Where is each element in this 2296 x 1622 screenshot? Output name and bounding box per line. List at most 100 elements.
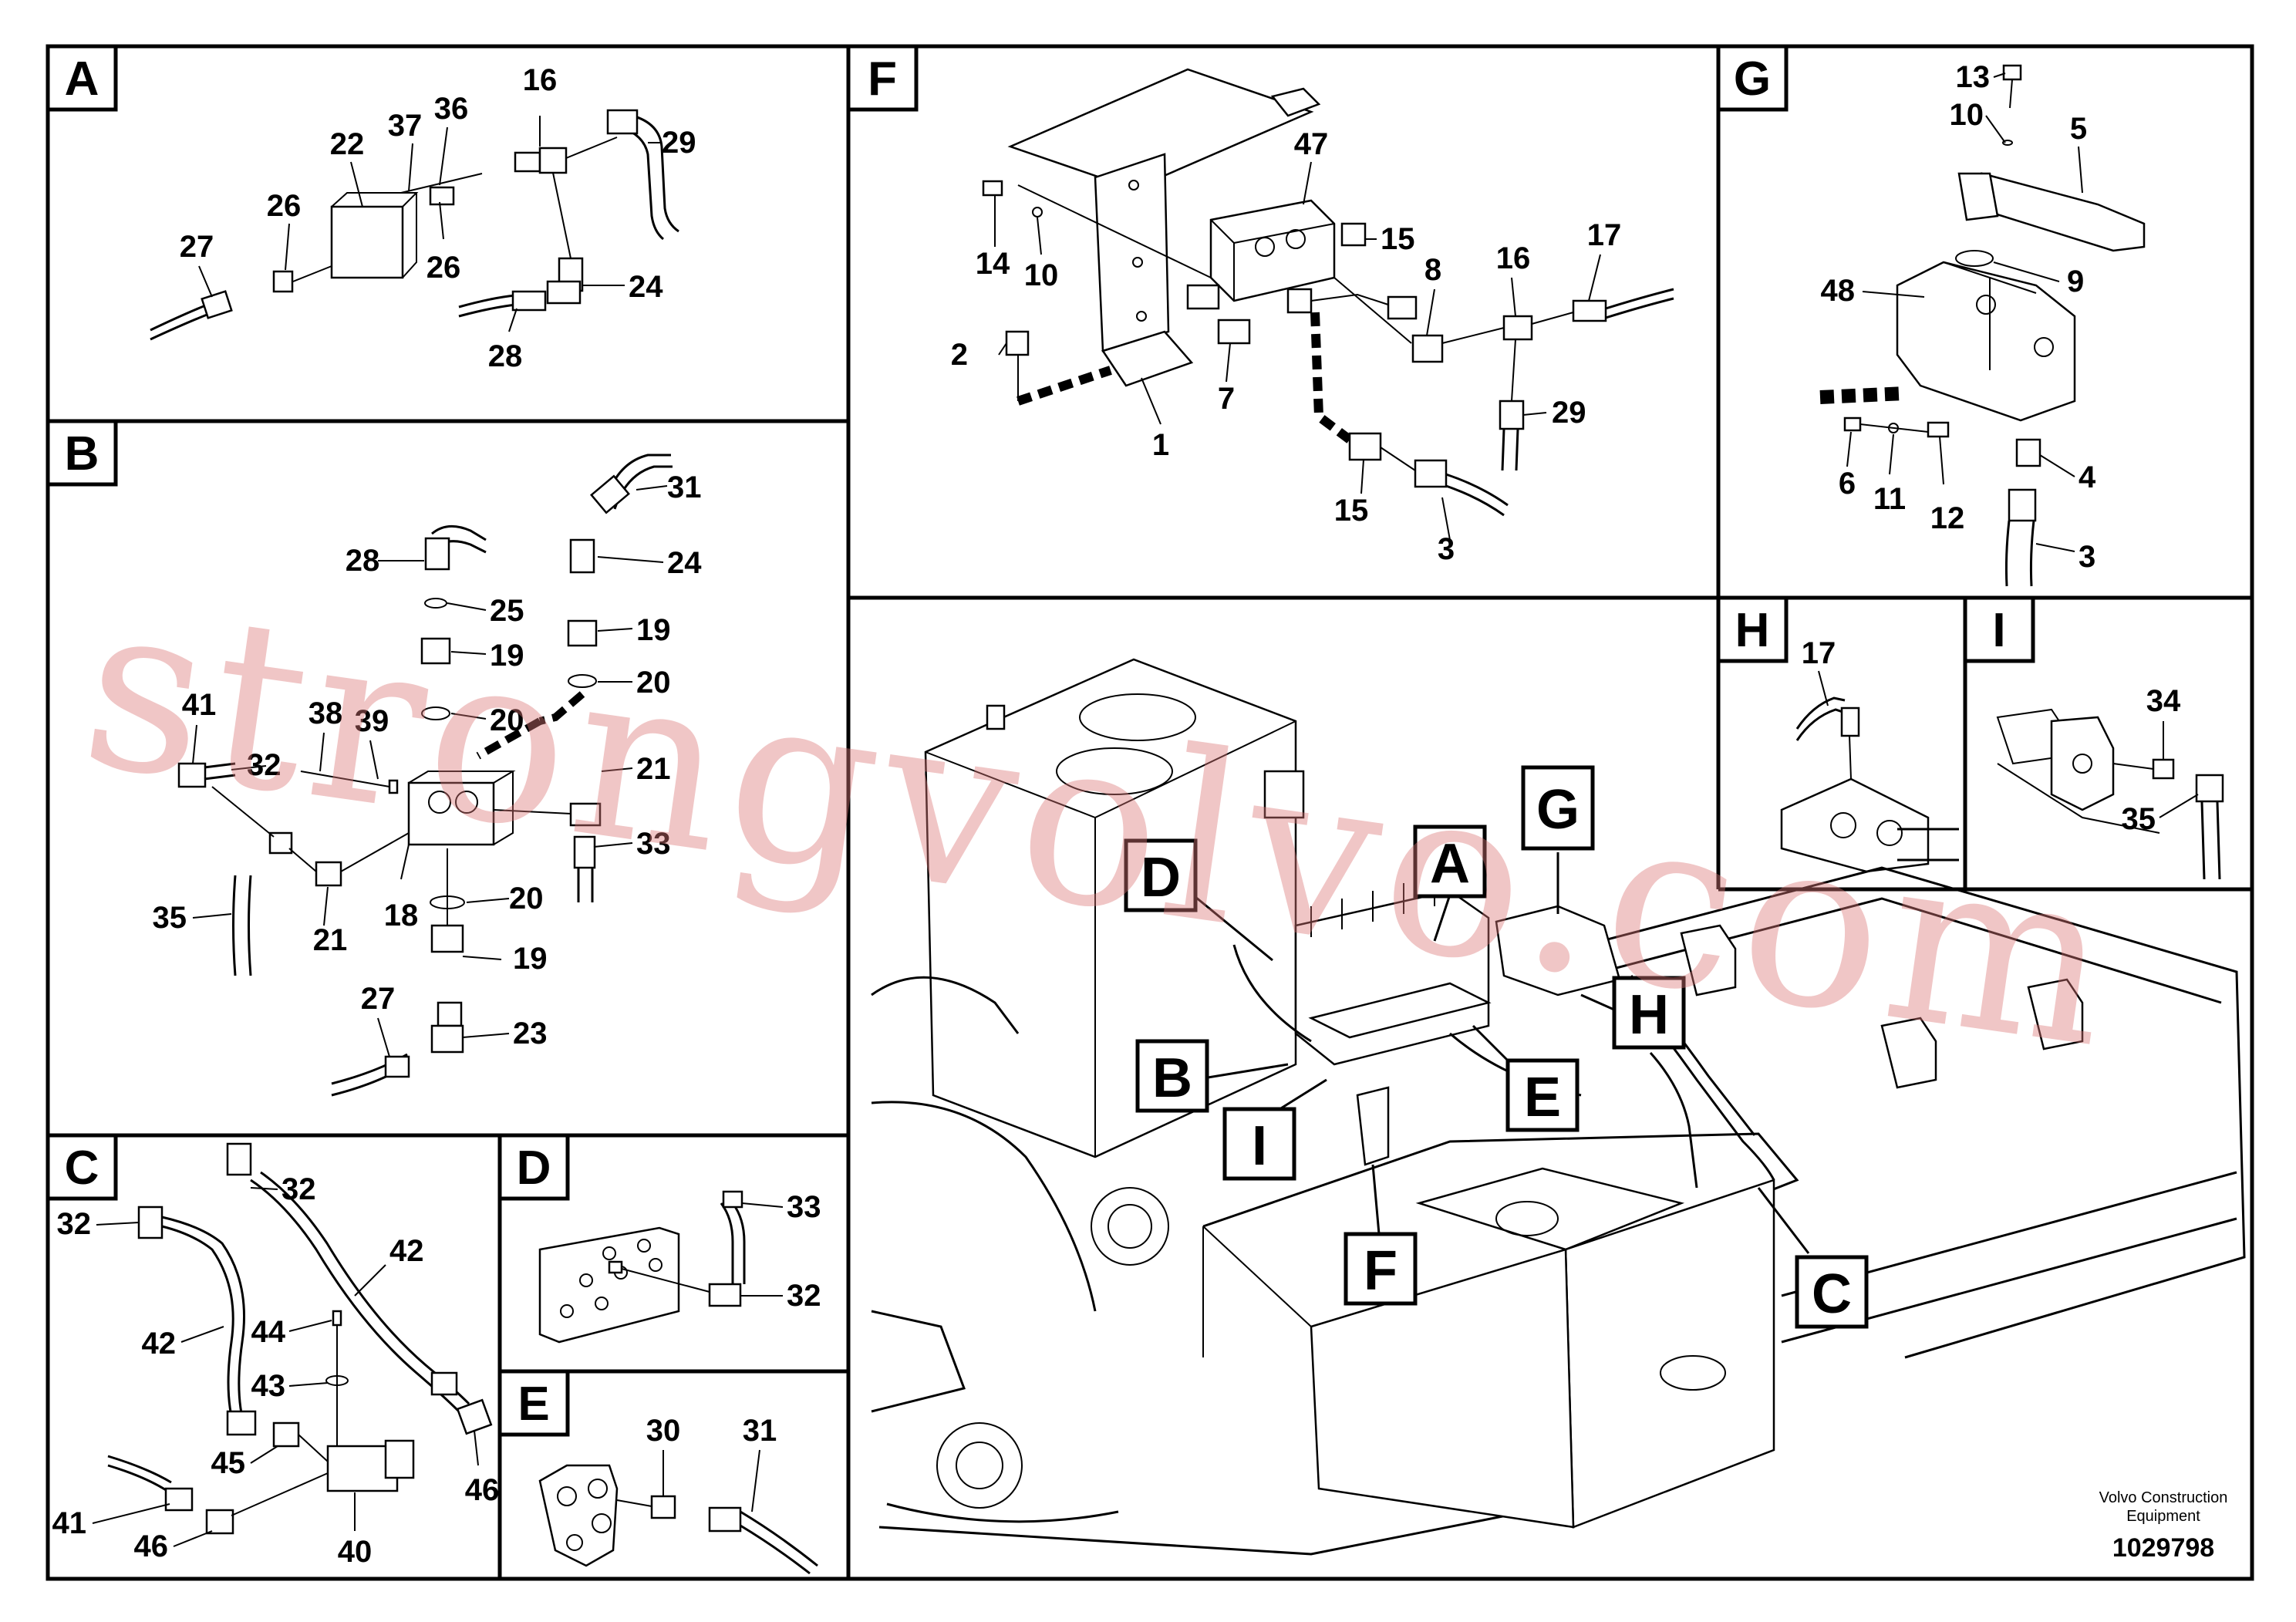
svg-text:40: 40: [338, 1535, 373, 1569]
overview-tag-f: F: [1344, 1232, 1418, 1306]
svg-text:7: 7: [1218, 382, 1235, 416]
svg-text:42: 42: [389, 1234, 424, 1268]
panel-title-h: H: [1716, 595, 1789, 663]
svg-text:41: 41: [52, 1506, 87, 1540]
svg-text:10: 10: [1950, 98, 1984, 132]
svg-text:48: 48: [1821, 274, 1856, 308]
svg-text:6: 6: [1839, 467, 1856, 501]
svg-text:15: 15: [1381, 222, 1415, 256]
svg-text:16: 16: [523, 63, 558, 97]
svg-text:29: 29: [1552, 396, 1586, 430]
svg-text:12: 12: [1930, 501, 1965, 535]
svg-text:26: 26: [267, 189, 302, 223]
svg-text:35: 35: [2122, 802, 2156, 836]
company-name-line2: Equipment: [2126, 1508, 2200, 1525]
footer: Volvo Construction Equipment 1029798: [2099, 1489, 2228, 1563]
svg-text:30: 30: [646, 1414, 681, 1448]
svg-text:11: 11: [1873, 482, 1906, 516]
svg-text:19: 19: [490, 639, 524, 673]
svg-text:F: F: [868, 52, 897, 106]
svg-text:25: 25: [490, 594, 524, 628]
panel-c-drawing: [107, 1142, 493, 1535]
panel-frames: [46, 44, 2254, 1581]
svg-text:26: 26: [426, 251, 461, 285]
svg-text:10: 10: [1024, 258, 1059, 292]
svg-text:32: 32: [787, 1279, 821, 1313]
panel-e-drawing: 30 31: [538, 1414, 818, 1575]
svg-text:4: 4: [2079, 460, 2096, 494]
svg-text:19: 19: [636, 613, 671, 647]
svg-text:29: 29: [662, 126, 696, 160]
svg-text:32: 32: [57, 1207, 92, 1241]
panel-title-f: F: [846, 44, 919, 112]
overview-machine: [871, 658, 2246, 1556]
panel-title-c: C: [46, 1133, 118, 1201]
svg-text:A: A: [1430, 833, 1470, 895]
overview-tag-b: B: [1135, 1039, 1209, 1113]
panel-title-e: E: [497, 1369, 570, 1437]
svg-text:D: D: [1141, 847, 1181, 909]
svg-text:39: 39: [355, 704, 389, 738]
svg-text:F: F: [1364, 1240, 1397, 1302]
svg-text:32: 32: [247, 748, 282, 782]
svg-text:H: H: [1735, 604, 1770, 657]
svg-text:44: 44: [251, 1315, 286, 1349]
overview-tag-d: D: [1124, 838, 1198, 912]
svg-text:28: 28: [346, 544, 380, 578]
svg-text:B: B: [1152, 1047, 1192, 1109]
panel-title-b: B: [46, 419, 118, 487]
panel-g-drawing: [1819, 64, 2146, 587]
svg-text:41: 41: [182, 688, 217, 722]
panel-title-d: D: [497, 1133, 570, 1201]
svg-text:1: 1: [1152, 428, 1169, 462]
overview-tag-g: G: [1521, 765, 1595, 851]
svg-text:C: C: [65, 1141, 99, 1195]
overview-tag-c: C: [1795, 1255, 1869, 1329]
svg-text:16: 16: [1496, 241, 1531, 275]
svg-text:31: 31: [667, 470, 702, 504]
svg-text:38: 38: [308, 696, 343, 730]
svg-text:21: 21: [636, 752, 671, 786]
company-name-line1: Volvo Construction: [2099, 1489, 2228, 1506]
panel-d-drawing: 33 32: [538, 1190, 821, 1344]
svg-text:E: E: [1524, 1067, 1561, 1128]
panel-f-drawing: [982, 68, 1674, 517]
svg-text:20: 20: [509, 882, 544, 916]
svg-text:13: 13: [1956, 60, 1991, 94]
panel-b-drawing: [177, 454, 673, 1097]
svg-text:22: 22: [330, 127, 365, 161]
svg-text:47: 47: [1294, 127, 1329, 161]
panel-a-drawing: [150, 109, 679, 341]
svg-text:43: 43: [251, 1369, 286, 1403]
svg-text:17: 17: [1802, 636, 1836, 670]
panel-a-callouts: 16 37 36 22 29 26 27 26 24 28: [180, 63, 696, 373]
svg-text:D: D: [517, 1141, 551, 1195]
svg-text:37: 37: [388, 109, 423, 143]
panel-b-callouts: 31 28 24 25 19 19 20 20 41 38 39 32 21 3…: [153, 470, 702, 1057]
svg-text:36: 36: [434, 92, 469, 126]
panel-f-callouts: 47 15 17 16 8 14 10 2 7 29 1 15 3: [951, 127, 1622, 566]
svg-text:27: 27: [361, 982, 396, 1016]
svg-text:9: 9: [2067, 265, 2084, 298]
svg-text:46: 46: [465, 1473, 500, 1507]
svg-text:23: 23: [513, 1017, 548, 1050]
overview-tag-e: E: [1505, 1058, 1580, 1132]
svg-text:H: H: [1629, 984, 1669, 1046]
svg-text:33: 33: [787, 1190, 821, 1224]
svg-text:5: 5: [2070, 112, 2087, 146]
svg-text:45: 45: [211, 1446, 246, 1480]
svg-text:18: 18: [384, 899, 419, 932]
overview-tag-h: H: [1612, 976, 1686, 1050]
svg-text:33: 33: [636, 827, 671, 861]
svg-text:24: 24: [667, 546, 702, 580]
svg-text:46: 46: [134, 1529, 169, 1563]
svg-text:G: G: [1536, 779, 1580, 841]
panel-title-g: G: [1716, 44, 1789, 112]
svg-text:34: 34: [2146, 684, 2181, 718]
svg-text:32: 32: [282, 1172, 316, 1206]
drawing-number: 1029798: [2112, 1533, 2214, 1563]
svg-text:31: 31: [743, 1414, 777, 1448]
panel-c-callouts: 32 32 42 42 44 43 45 46 41 46 40: [52, 1172, 500, 1569]
svg-text:3: 3: [1438, 532, 1455, 566]
